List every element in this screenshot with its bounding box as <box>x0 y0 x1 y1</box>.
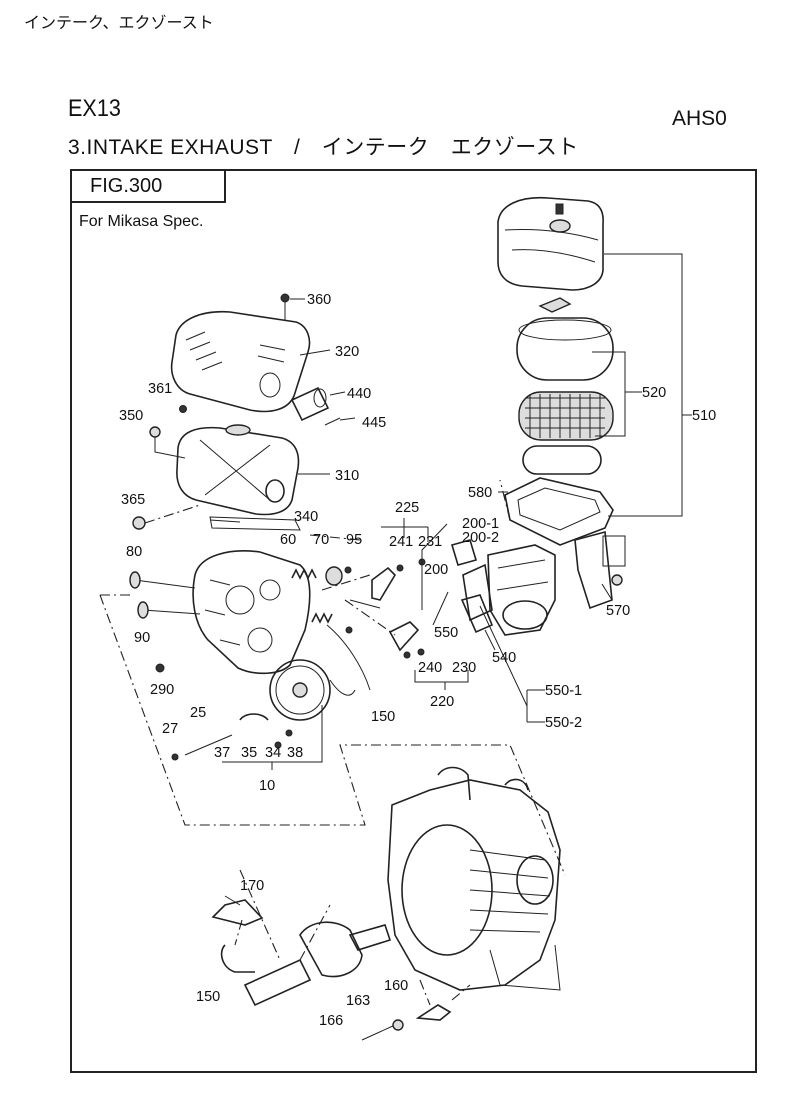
muffler-protector <box>170 310 311 413</box>
part-callout-231: 231 <box>418 534 442 550</box>
valves <box>129 571 201 673</box>
part-callout-570: 570 <box>606 603 630 619</box>
figure-title: FIG.300 <box>70 169 226 203</box>
part-callout-27: 27 <box>162 721 178 737</box>
part-callout-90: 90 <box>134 630 150 646</box>
cam-gear <box>269 659 331 721</box>
muffler <box>176 424 300 516</box>
part-callout-360: 360 <box>307 292 331 308</box>
part-callout-10: 10 <box>259 778 275 794</box>
part-callout-220: 220 <box>430 694 454 710</box>
part-callout-60: 60 <box>280 532 296 548</box>
part-callout-365: 365 <box>121 492 145 508</box>
air-filter-element <box>516 317 614 475</box>
part-callout-166: 166 <box>319 1013 343 1029</box>
part-callout-310: 310 <box>335 468 359 484</box>
part-callout-25: 25 <box>190 705 206 721</box>
crankshaft <box>243 921 392 1007</box>
part-callout-241: 241 <box>389 534 413 550</box>
part-callout-350: 350 <box>119 408 143 424</box>
part-callout-95: 95 <box>346 532 362 548</box>
figure-frame <box>70 169 757 1073</box>
part-callout-200-1: 200-1 <box>462 516 499 532</box>
part-callout-70: 70 <box>313 532 329 548</box>
part-callout-340: 340 <box>294 509 318 525</box>
part-callout-550: 550 <box>434 625 458 641</box>
cylinder-head <box>192 550 311 675</box>
spark-arrester <box>290 386 330 422</box>
part-callout-35: 35 <box>241 745 257 761</box>
part-callout-361: 361 <box>148 381 172 397</box>
part-callout-230: 230 <box>452 660 476 676</box>
part-callout-225: 225 <box>395 500 419 516</box>
part-callout-510: 510 <box>692 408 716 424</box>
air-cleaner-cover <box>497 196 604 291</box>
part-callout-38: 38 <box>287 745 303 761</box>
part-callout-34: 34 <box>265 745 281 761</box>
part-callout-520: 520 <box>642 385 666 401</box>
part-callout-540: 540 <box>492 650 516 666</box>
crankcase <box>387 766 561 991</box>
wing-nut <box>538 297 572 313</box>
part-callout-240: 240 <box>418 660 442 676</box>
part-callout-320: 320 <box>335 344 359 360</box>
part-callout-150b: 150 <box>196 989 220 1005</box>
part-callout-200-2: 200-2 <box>462 530 499 546</box>
part-callout-160: 160 <box>384 978 408 994</box>
page-code: AHS0 <box>672 107 727 130</box>
part-callout-37: 37 <box>214 745 230 761</box>
part-callout-550-2: 550-2 <box>545 715 582 731</box>
air-cleaner-case <box>504 477 626 610</box>
part-callout-170: 170 <box>240 878 264 894</box>
valve-springs <box>291 566 353 634</box>
section-title: 3.INTAKE EXHAUST / インテーク エクゾースト <box>68 136 579 159</box>
part-callout-550-1: 550-1 <box>545 683 582 699</box>
part-callout-163: 163 <box>346 993 370 1009</box>
part-callout-445: 445 <box>362 415 386 431</box>
part-callout-290: 290 <box>150 682 174 698</box>
model-name: EX13 <box>68 95 121 122</box>
spec-note: For Mikasa Spec. <box>79 213 204 230</box>
part-callout-580: 580 <box>468 485 492 501</box>
top-caption: インテーク、エクゾースト <box>24 15 214 32</box>
part-callout-200: 200 <box>424 562 448 578</box>
part-callout-150a: 150 <box>371 709 395 725</box>
part-callout-80: 80 <box>126 544 142 560</box>
carburetor <box>450 539 556 636</box>
part-callout-440: 440 <box>347 386 371 402</box>
